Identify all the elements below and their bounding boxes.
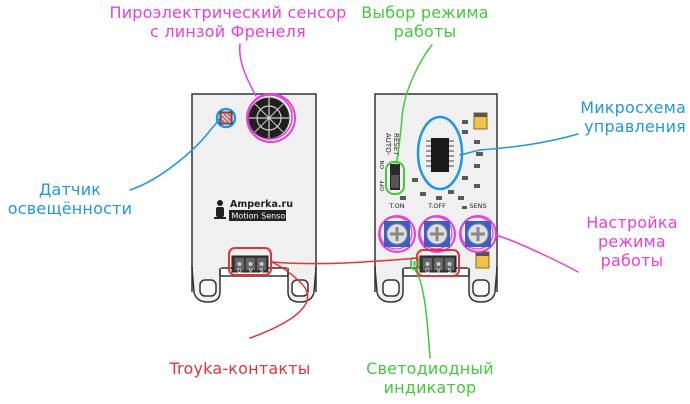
label-microchip: Микросхема управления: [540, 98, 686, 136]
label-mode-adjust-line1: Настройка: [586, 213, 678, 232]
capacitor-band-icon: [476, 252, 489, 256]
potentiometer-toff-icon: [418, 215, 456, 253]
label-pir-sensor-line1: Пироэлектрический сенсор: [109, 3, 347, 22]
label-mode-adjust-line3: работы: [600, 251, 664, 270]
amperka-logo-icon: [214, 200, 226, 219]
microchip-icon: [416, 115, 464, 191]
label-led: Светодиодный индикатор: [355, 359, 505, 397]
pir-lens-icon: [246, 93, 296, 143]
label-microchip-line2: управления: [584, 117, 686, 136]
label-led-line1: Светодиодный: [366, 359, 494, 378]
pin-v-right: V: [436, 268, 441, 275]
switch-off-text: OFF: [380, 180, 386, 191]
switch-reset-text: RESET: [392, 133, 400, 156]
label-troyka: Troyka-контакты: [140, 359, 340, 378]
pin-g-right: G: [425, 268, 430, 275]
potentiometer-sens-icon: [459, 215, 497, 253]
label-pir-sensor: Пироэлектрический сенсор с линзой Френел…: [78, 3, 378, 41]
mount-hole-icon: [199, 279, 217, 297]
troyka-header-left: [228, 247, 272, 276]
label-pir-sensor-line2: с линзой Френеля: [150, 22, 306, 41]
callout-lines: [129, 43, 579, 359]
pin-s-left: S: [260, 268, 264, 275]
label-light-sensor: Датчик освещённости: [0, 180, 140, 218]
product-label-bg: [229, 210, 286, 221]
pot-sens-label: SENS: [469, 202, 486, 210]
brand-text: Amperka.ru: [230, 199, 293, 210]
label-microchip-line1: Микросхема: [580, 98, 686, 117]
mode-switch: [385, 161, 405, 195]
label-mode-select-line1: Выбор режима: [361, 3, 489, 22]
smd-components: [400, 120, 483, 209]
pot-toff-label: T.OFF: [427, 202, 446, 210]
switch-auto-text: AUTO-: [384, 133, 392, 156]
label-light-sensor-line1: Датчик: [38, 180, 102, 199]
product-text: Motion Sensor: [232, 212, 290, 221]
label-mode-select-line2: работы: [393, 22, 457, 41]
label-mode-adjust-line2: режима: [598, 232, 666, 251]
label-light-sensor-line2: освещённости: [7, 199, 133, 218]
pin-v-left: V: [248, 268, 253, 275]
label-led-line2: индикатор: [383, 378, 477, 397]
label-mode-adjust: Настройка режима работы: [574, 213, 690, 270]
mount-hole-icon: [291, 279, 309, 297]
mount-hole-icon: [382, 279, 400, 297]
switch-on-text: ON: [380, 161, 386, 169]
label-troyka-line1: Troyka-контакты: [169, 359, 311, 378]
label-mode-select: Выбор режима работы: [350, 3, 500, 41]
potentiometer-ton-icon: [378, 215, 416, 253]
mount-hole-icon: [472, 279, 490, 297]
pin-s-right: S: [448, 268, 452, 275]
pin-g-left: G: [237, 268, 242, 275]
troyka-header-right: [416, 249, 460, 277]
light-sensor-icon: [215, 107, 237, 129]
pot-ton-label: T.ON: [388, 202, 404, 210]
capacitor-band-icon: [474, 113, 487, 117]
